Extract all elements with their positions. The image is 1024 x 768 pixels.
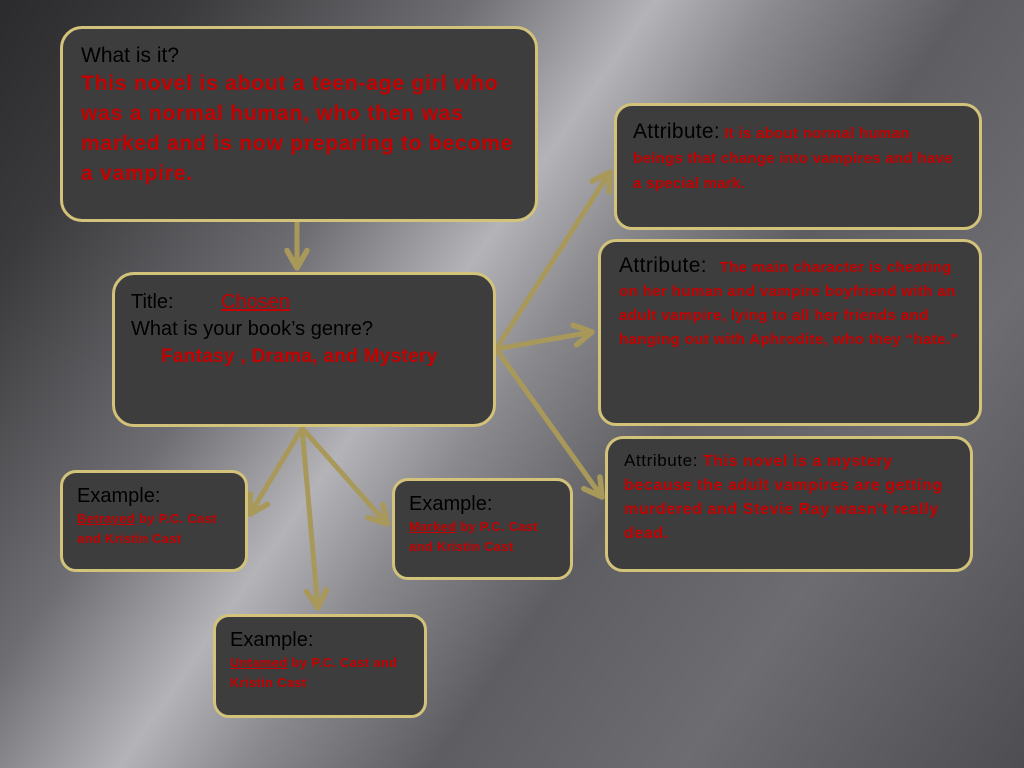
what-is-it-text: This novel is about a teen-age girl who … (81, 72, 514, 185)
arrow-to-example-2 (299, 425, 387, 524)
attribute-box-1: Attribute: It is about normal human bein… (614, 103, 982, 230)
example-box-1: Example: Betrayed by P.C. Cast and Krist… (60, 470, 248, 572)
example-author: by P.C. Cast and Kristin Cast (230, 655, 398, 690)
example-box-2: Example: Marked by P.C. Cast and Kristin… (392, 478, 573, 580)
attribute-text: It is about normal human beings that cha… (633, 125, 953, 192)
attribute-box-2: Attribute: The main character is cheatin… (598, 239, 982, 426)
what-is-it-label: What is it? (81, 44, 180, 67)
arrow-to-attribute-2 (493, 332, 592, 352)
example-box-3: Example: Untamed by P.C. Cast and Kristi… (213, 614, 427, 718)
example-title: Untamed (230, 655, 288, 670)
attribute-label: Attribute: (624, 451, 699, 470)
attribute-label: Attribute: (619, 254, 708, 277)
title-genre-box: Title: Chosen What is your book’s genre?… (112, 272, 496, 427)
example-label: Example: (77, 485, 161, 507)
example-label: Example: (230, 629, 314, 651)
arrow-to-attribute-3 (493, 346, 602, 497)
example-title: Betrayed (77, 511, 136, 526)
genre-question: What is your book’s genre? (131, 318, 373, 340)
what-is-it-box: What is it? This novel is about a teen-a… (60, 26, 538, 222)
attribute-text: This novel is a mystery because the adul… (624, 453, 943, 542)
example-label: Example: (409, 493, 493, 515)
genre-value: Fantasy , Drama, and Mystery (161, 346, 438, 367)
title-label: Title: (131, 291, 174, 313)
arrow-to-example-1 (250, 425, 305, 514)
arrow-to-example-3 (299, 425, 318, 608)
book-title: Chosen (221, 291, 291, 313)
example-author: by P.C. Cast and Kristin Cast (409, 519, 539, 554)
attribute-box-3: Attribute: This novel is a mystery becau… (605, 436, 973, 572)
attribute-label: Attribute: (633, 120, 721, 143)
example-author: by P.C. Cast and Kristin Cast (77, 511, 217, 546)
arrow-to-attribute-1 (493, 172, 610, 352)
example-title: Marked (409, 519, 457, 534)
attribute-text: The main character is cheating on her hu… (619, 259, 959, 348)
